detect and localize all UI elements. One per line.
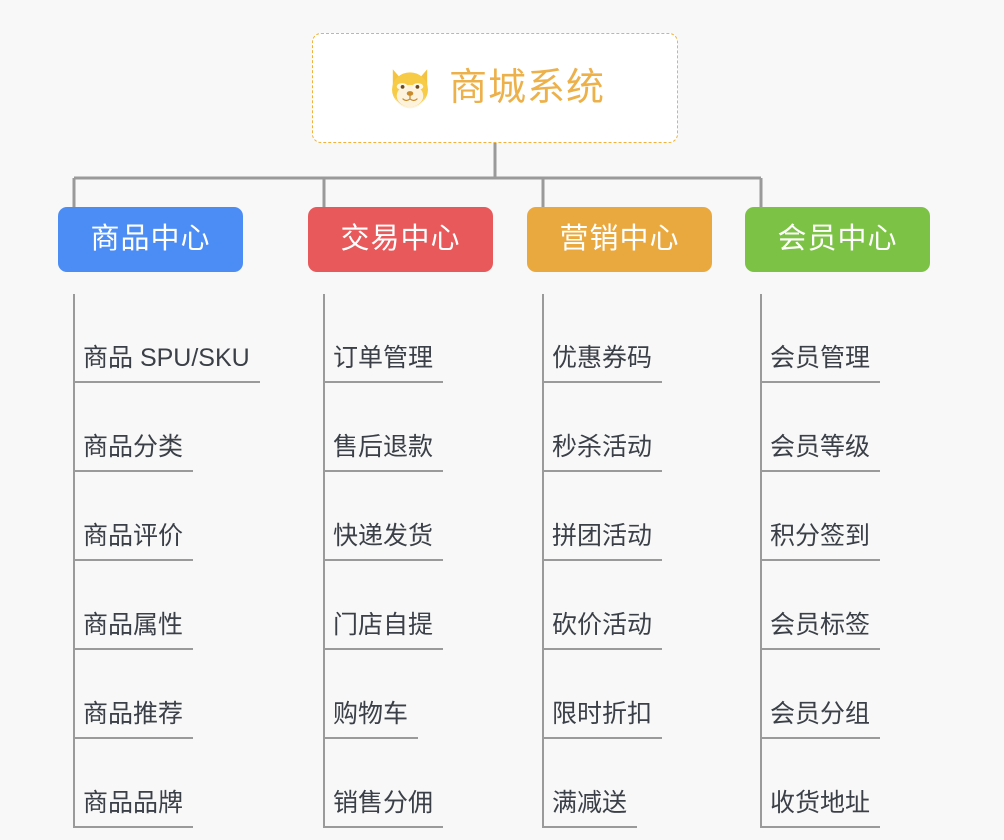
leaf-item-label: 会员等级 bbox=[770, 433, 871, 462]
leaf-item[interactable]: 收货地址 bbox=[745, 739, 930, 828]
leaf-item-label: 会员分组 bbox=[770, 700, 871, 729]
leaf-list-member-center: 会员管理会员等级积分签到会员标签会员分组收货地址 bbox=[745, 294, 930, 828]
leaf-item-underline: 拼团活动 bbox=[542, 522, 663, 561]
leaf-item-label: 购物车 bbox=[333, 700, 409, 729]
leaf-item-label: 拼团活动 bbox=[552, 522, 653, 551]
leaf-item-underline: 限时折扣 bbox=[542, 700, 663, 739]
leaf-item[interactable]: 拼团活动 bbox=[527, 472, 712, 561]
leaf-item-label: 商品属性 bbox=[83, 611, 184, 640]
leaf-item-underline: 会员等级 bbox=[760, 433, 881, 472]
leaf-item[interactable]: 订单管理 bbox=[308, 294, 493, 383]
leaf-item-underline: 砍价活动 bbox=[542, 611, 663, 650]
leaf-item-label: 订单管理 bbox=[333, 344, 434, 373]
leaf-item[interactable]: 门店自提 bbox=[308, 561, 493, 650]
branch-header-label: 会员中心 bbox=[777, 223, 898, 255]
leaf-item-underline: 商品分类 bbox=[73, 433, 194, 472]
branch-header-label: 营销中心 bbox=[559, 223, 680, 255]
leaf-item[interactable]: 会员管理 bbox=[745, 294, 930, 383]
leaf-item-label: 积分签到 bbox=[770, 522, 871, 551]
leaf-item[interactable]: 会员标签 bbox=[745, 561, 930, 650]
leaf-list-marketing-center: 优惠券码秒杀活动拼团活动砍价活动限时折扣满减送 bbox=[527, 294, 712, 828]
branch-trunk-line bbox=[760, 294, 762, 828]
leaf-item-label: 商品评价 bbox=[83, 522, 184, 551]
leaf-item-underline: 商品推荐 bbox=[73, 700, 194, 739]
leaf-item-underline: 满减送 bbox=[542, 789, 638, 828]
leaf-item[interactable]: 会员等级 bbox=[745, 383, 930, 472]
leaf-item[interactable]: 满减送 bbox=[527, 739, 712, 828]
leaf-item-label: 快递发货 bbox=[333, 522, 434, 551]
branch-trade-center: 交易中心订单管理售后退款快递发货门店自提购物车销售分佣 bbox=[308, 207, 493, 828]
leaf-item-label: 砍价活动 bbox=[552, 611, 653, 640]
leaf-item-underline: 快递发货 bbox=[323, 522, 444, 561]
branch-marketing-center: 营销中心优惠券码秒杀活动拼团活动砍价活动限时折扣满减送 bbox=[527, 207, 712, 828]
leaf-item[interactable]: 售后退款 bbox=[308, 383, 493, 472]
root-node[interactable]: 商城系统 bbox=[312, 33, 678, 143]
leaf-item[interactable]: 优惠券码 bbox=[527, 294, 712, 383]
leaf-item-label: 优惠券码 bbox=[552, 344, 653, 373]
shiba-dog-face-icon bbox=[392, 69, 428, 109]
leaf-item-underline: 积分签到 bbox=[760, 522, 881, 561]
leaf-item[interactable]: 商品分类 bbox=[58, 383, 243, 472]
leaf-item-label: 销售分佣 bbox=[333, 789, 434, 818]
leaf-item-label: 门店自提 bbox=[333, 611, 434, 640]
leaf-item[interactable]: 会员分组 bbox=[745, 650, 930, 739]
leaf-item-label: 售后退款 bbox=[333, 433, 434, 462]
leaf-item-label: 秒杀活动 bbox=[552, 433, 653, 462]
leaf-item[interactable]: 销售分佣 bbox=[308, 739, 493, 828]
branch-header-label: 商品中心 bbox=[90, 223, 211, 255]
leaf-list-product-center: 商品 SPU/SKU 商品分类商品评价商品属性商品推荐商品品牌 bbox=[58, 294, 260, 828]
leaf-item-underline: 订单管理 bbox=[323, 344, 444, 383]
leaf-item-label: 商品分类 bbox=[83, 433, 184, 462]
leaf-item-underline: 优惠券码 bbox=[542, 344, 663, 383]
branch-header-trade-center[interactable]: 交易中心 bbox=[308, 207, 493, 272]
leaf-item[interactable]: 商品属性 bbox=[58, 561, 243, 650]
leaf-list-trade-center: 订单管理售后退款快递发货门店自提购物车销售分佣 bbox=[308, 294, 493, 828]
leaf-item-label: 满减送 bbox=[552, 789, 628, 818]
leaf-item-underline: 会员分组 bbox=[760, 700, 881, 739]
branch-trunk-line bbox=[323, 294, 325, 828]
branch-product-center: 商品中心商品 SPU/SKU 商品分类商品评价商品属性商品推荐商品品牌 bbox=[58, 207, 260, 828]
leaf-item-label: 商品推荐 bbox=[83, 700, 184, 729]
leaf-item-label: 限时折扣 bbox=[552, 700, 653, 729]
leaf-item-underline: 收货地址 bbox=[760, 789, 881, 828]
branch-trunk-line bbox=[542, 294, 544, 828]
leaf-item-label: 商品品牌 bbox=[83, 789, 184, 818]
leaf-item-underline: 售后退款 bbox=[323, 433, 444, 472]
leaf-item[interactable]: 限时折扣 bbox=[527, 650, 712, 739]
branch-header-marketing-center[interactable]: 营销中心 bbox=[527, 207, 712, 272]
leaf-item[interactable]: 购物车 bbox=[308, 650, 493, 739]
leaf-item[interactable]: 商品推荐 bbox=[58, 650, 243, 739]
leaf-item-underline: 秒杀活动 bbox=[542, 433, 663, 472]
leaf-item-underline: 商品属性 bbox=[73, 611, 194, 650]
leaf-item-underline: 商品品牌 bbox=[73, 789, 194, 828]
leaf-item-underline: 门店自提 bbox=[323, 611, 444, 650]
leaf-item-label: 商品 SPU/SKU bbox=[83, 344, 250, 373]
leaf-item-underline: 会员管理 bbox=[760, 344, 881, 383]
leaf-item-label: 会员管理 bbox=[770, 344, 871, 373]
leaf-item[interactable]: 秒杀活动 bbox=[527, 383, 712, 472]
leaf-item[interactable]: 积分签到 bbox=[745, 472, 930, 561]
leaf-item-underline: 销售分佣 bbox=[323, 789, 444, 828]
leaf-item[interactable]: 商品 SPU/SKU bbox=[58, 294, 260, 383]
leaf-item[interactable]: 商品品牌 bbox=[58, 739, 243, 828]
leaf-item[interactable]: 砍价活动 bbox=[527, 561, 712, 650]
branch-header-member-center[interactable]: 会员中心 bbox=[745, 207, 930, 272]
branch-header-label: 交易中心 bbox=[340, 223, 461, 255]
leaf-item-underline: 商品 SPU/SKU bbox=[73, 344, 260, 383]
leaf-item-underline: 购物车 bbox=[323, 700, 419, 739]
branch-trunk-line bbox=[73, 294, 75, 828]
leaf-item-label: 会员标签 bbox=[770, 611, 871, 640]
leaf-item[interactable]: 商品评价 bbox=[58, 472, 243, 561]
branch-header-product-center[interactable]: 商品中心 bbox=[58, 207, 243, 272]
leaf-item-underline: 会员标签 bbox=[760, 611, 881, 650]
leaf-item-label: 收货地址 bbox=[770, 789, 871, 818]
root-title: 商城系统 bbox=[448, 67, 605, 109]
leaf-item[interactable]: 快递发货 bbox=[308, 472, 493, 561]
branch-member-center: 会员中心会员管理会员等级积分签到会员标签会员分组收货地址 bbox=[745, 207, 930, 828]
leaf-item-underline: 商品评价 bbox=[73, 522, 194, 561]
